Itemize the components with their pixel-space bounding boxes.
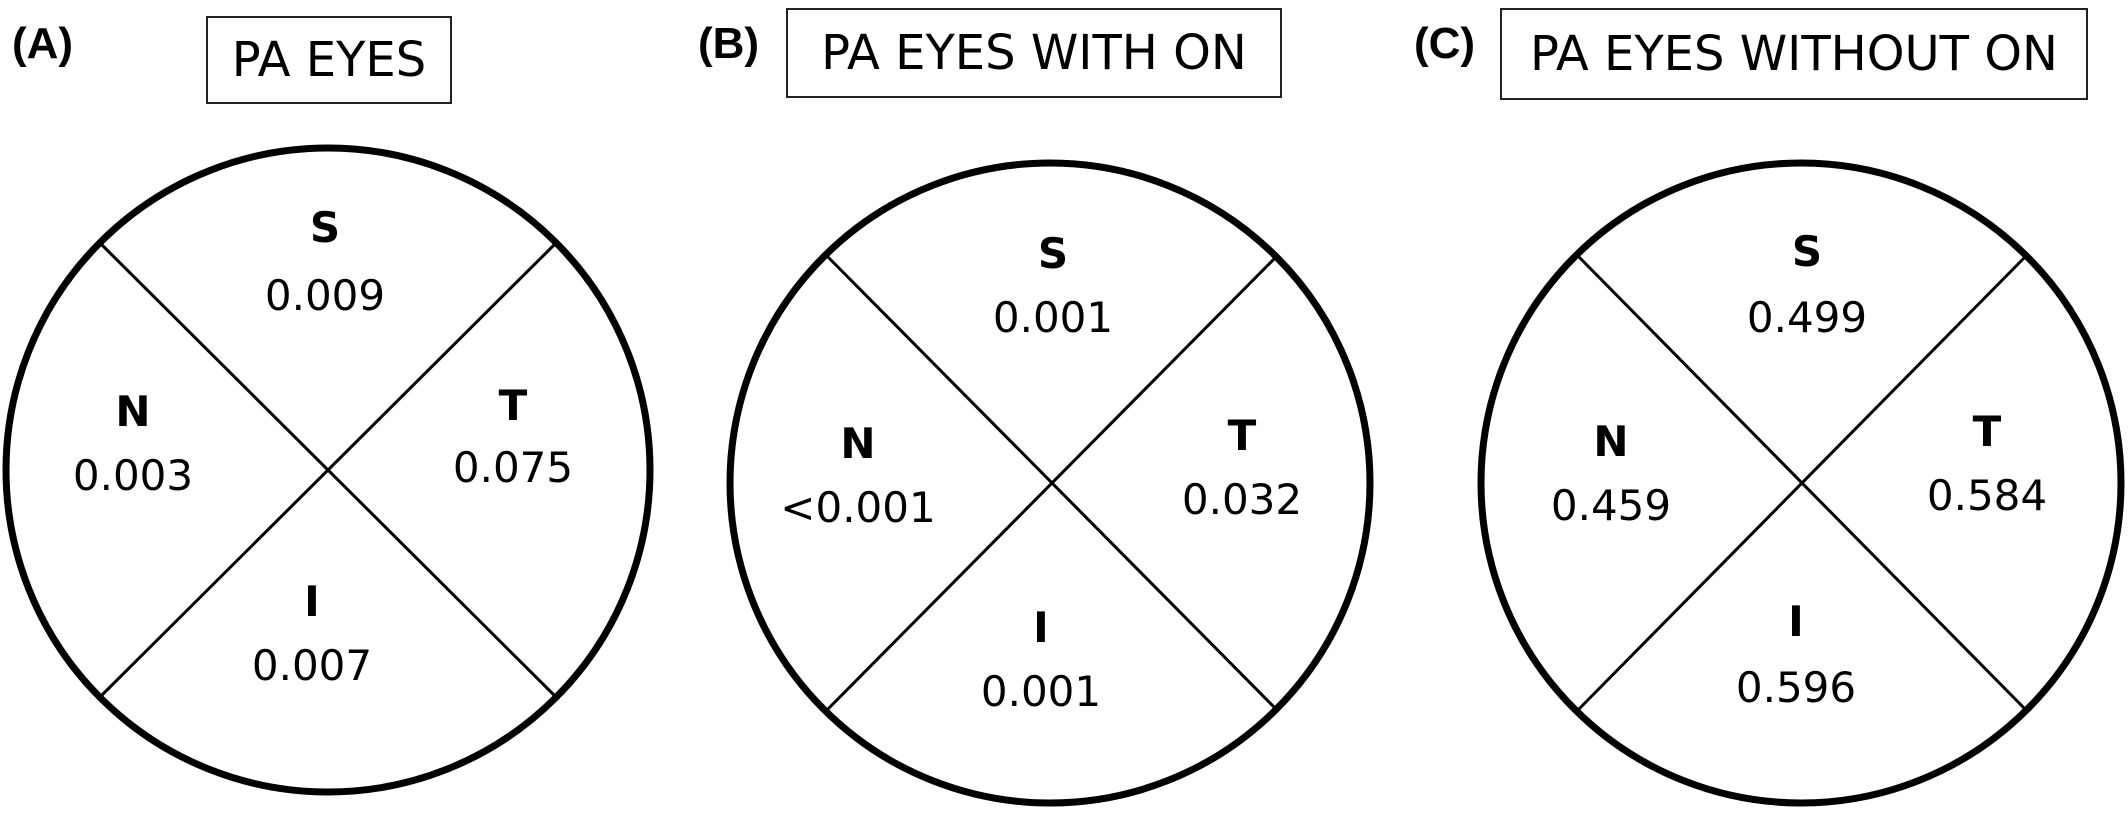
panel-c-temporal-value: 0.584 bbox=[1927, 471, 2047, 520]
panel-a-diagram: S 0.009 N 0.003 T 0.075 I 0.007 bbox=[2, 144, 654, 796]
panel-a-superior-value: 0.009 bbox=[265, 271, 385, 320]
panel-b-inferior-label: I bbox=[1033, 603, 1049, 652]
panel-a-temporal-value: 0.075 bbox=[453, 443, 573, 492]
panel-c-superior-value: 0.499 bbox=[1747, 293, 1867, 342]
panel-c-circle bbox=[1477, 159, 2125, 807]
panel-b-superior-label: S bbox=[1038, 229, 1068, 278]
panel-b-nasal-value: <0.001 bbox=[780, 483, 935, 532]
panel-b-title: PA EYES WITH ON bbox=[786, 8, 1282, 98]
panel-b-diagram: S 0.001 N <0.001 T 0.032 I 0.001 bbox=[726, 159, 1374, 807]
panel-c-superior-label: S bbox=[1792, 227, 1822, 276]
panel-a-temporal-label: T bbox=[499, 381, 528, 430]
panel-a-divider-2 bbox=[98, 241, 558, 699]
panel-a-nasal-value: 0.003 bbox=[73, 451, 193, 500]
panel-c-inferior-label: I bbox=[1788, 597, 1804, 646]
panel-b-divider-2 bbox=[825, 254, 1279, 712]
panel-a-inferior-value: 0.007 bbox=[252, 641, 372, 690]
panel-a-inferior-label: I bbox=[304, 577, 320, 626]
panel-c-diagram: S 0.499 N 0.459 T 0.584 I 0.596 bbox=[1477, 159, 2125, 807]
panel-b-inferior-value: 0.001 bbox=[981, 667, 1101, 716]
panel-b-temporal-value: 0.032 bbox=[1182, 475, 1302, 524]
panel-c-divider-2 bbox=[1576, 254, 2028, 712]
panel-a-letter: (A) bbox=[12, 19, 74, 68]
panel-b-superior-value: 0.001 bbox=[993, 293, 1113, 342]
panel-a-circle bbox=[2, 144, 654, 796]
panel-a-nasal-label: N bbox=[115, 387, 150, 436]
panel-c-title: PA EYES WITHOUT ON bbox=[1500, 8, 2088, 100]
panel-c-letter: (C) bbox=[1414, 19, 1476, 68]
panel-a-title: PA EYES bbox=[206, 16, 452, 104]
panel-b-letter: (B) bbox=[698, 19, 760, 68]
panel-c-temporal-label: T bbox=[1973, 407, 2002, 456]
panel-b-temporal-label: T bbox=[1228, 411, 1257, 460]
panel-b-nasal-label: N bbox=[840, 419, 875, 468]
panel-a-superior-label: S bbox=[310, 203, 340, 252]
panel-c-inferior-value: 0.596 bbox=[1736, 663, 1856, 712]
panel-c-nasal-label: N bbox=[1593, 417, 1628, 466]
panel-c-nasal-value: 0.459 bbox=[1551, 481, 1671, 530]
panel-b-circle bbox=[726, 159, 1374, 807]
